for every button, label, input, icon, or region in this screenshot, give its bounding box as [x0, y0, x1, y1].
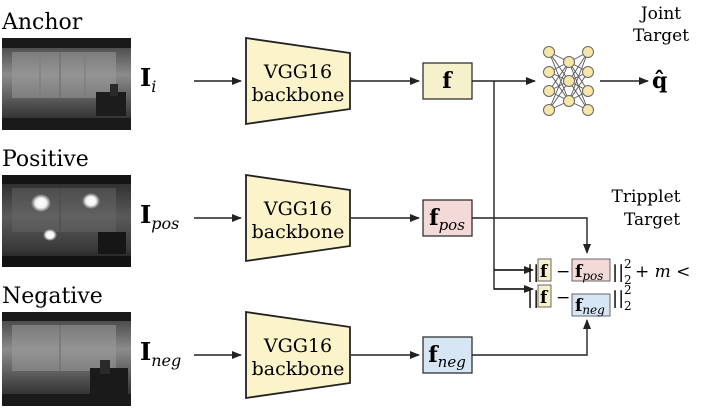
backbone-label-line1: VGG16 [263, 61, 332, 83]
row-label-positive: Positive [2, 147, 89, 172]
triplet-target-line2: Target [624, 210, 680, 230]
row-label-negative: Negative [2, 284, 103, 309]
svg-text:2: 2 [624, 299, 632, 313]
row-label-anchor: Anchor [1, 10, 83, 35]
backbone-label-line2: backbone [252, 221, 345, 243]
svg-text:||: || [612, 262, 624, 283]
svg-text:−: − [556, 262, 570, 282]
negative-image [2, 312, 131, 406]
svg-text:+ m <: + m < [635, 262, 690, 282]
triplet-loss-expression: || f − fpos || 2 2 + m < || f − fneg || … [527, 257, 690, 317]
svg-text:fneg: fneg [428, 342, 466, 371]
joint-target-line2: Target [633, 26, 689, 46]
loss-anchor-box-top [537, 258, 552, 282]
feature-box-negative: fneg [422, 336, 473, 374]
input-symbol-positive: Ipos [140, 200, 179, 233]
loss-anchor-box-bottom [537, 284, 552, 308]
backbone-negative: VGG16 backbone [245, 310, 351, 400]
svg-text:||: || [527, 262, 539, 283]
feature-box-positive: fpos [422, 199, 473, 237]
svg-text:fpos: fpos [429, 205, 465, 234]
connector-anchor-to-triplet [493, 81, 532, 290]
input-symbol-anchor: Ii [140, 63, 156, 96]
backbone-positive: VGG16 backbone [245, 173, 351, 263]
mlp-network-icon [543, 46, 594, 116]
svg-text:fneg: fneg [575, 296, 605, 317]
backbone-label-line1: VGG16 [263, 335, 332, 357]
svg-text:2: 2 [624, 283, 632, 297]
svg-text:2: 2 [624, 273, 632, 287]
svg-text:f: f [540, 262, 549, 282]
svg-text:||: || [612, 288, 624, 309]
backbone-label-line2: backbone [252, 358, 345, 380]
input-symbol-negative: Ineg [140, 337, 181, 370]
svg-text:f: f [540, 288, 549, 308]
svg-text:f: f [442, 68, 453, 94]
backbone-anchor: VGG16 backbone [245, 36, 351, 126]
svg-text:−: − [556, 288, 570, 308]
svg-text:2: 2 [624, 257, 632, 271]
joint-output-q-hat: q̂ [652, 68, 667, 94]
joint-target-line1: Joint [639, 4, 681, 24]
backbone-label-line2: backbone [252, 84, 345, 106]
connector-negative-to-triplet [472, 319, 591, 356]
svg-text:||: || [527, 288, 539, 309]
backbone-label-line1: VGG16 [263, 198, 332, 220]
feature-box-anchor: f [422, 62, 473, 100]
connector-positive-to-triplet [472, 217, 591, 254]
triplet-target-line1: Tripplet [612, 187, 681, 207]
anchor-image [2, 38, 131, 130]
loss-pos-box [571, 258, 611, 282]
loss-neg-box [571, 293, 611, 317]
positive-image [2, 175, 131, 267]
svg-text:fpos: fpos [575, 262, 603, 283]
